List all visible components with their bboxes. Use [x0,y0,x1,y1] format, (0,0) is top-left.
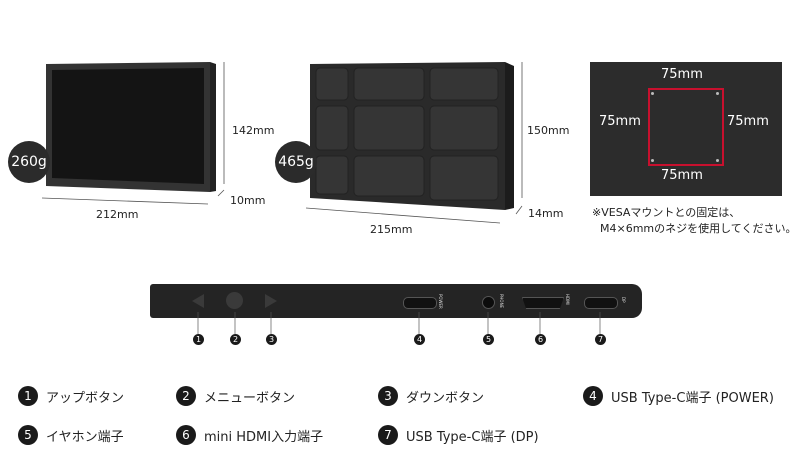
vesa-top-label: 75mm [661,67,703,82]
pointer-number-2: 2 [230,334,241,345]
vesa-panel [590,62,782,196]
case-height-label: 150mm [527,124,570,137]
legend-number: 1 [18,386,38,406]
menu-button-icon [226,292,243,309]
usb-c-power-port [403,297,437,309]
mini-hdmi-port [522,297,564,309]
legend-label: アップボタン [46,390,125,406]
down-button-icon [265,294,277,308]
legend-number: 4 [583,386,603,406]
pointer-number-7: 7 [595,334,606,345]
legend-item-usb-c-dp: 7 USB Type-C端子 (DP) [378,425,539,445]
pointer-number-6: 6 [535,334,546,345]
case-weight-badge: 465g [275,141,317,183]
pointer-number-3: 3 [266,334,277,345]
legend-item-phone-jack: 5 イヤホン端子 [18,425,124,445]
power-port-label: POWER [438,294,443,309]
monitor-illustration [41,62,225,205]
vesa-hole [716,159,719,162]
vesa-bottom-label: 75mm [661,168,703,183]
pointer-number-1: 1 [193,334,204,345]
pointer-lines [197,312,601,334]
case-width-label: 215mm [370,223,413,236]
legend-label: mini HDMI入力端子 [204,429,324,445]
phone-port-label: PHONE [499,294,504,309]
legend-number: 2 [176,386,196,406]
monitor-weight-badge: 260g [8,141,50,183]
pointer-number-4: 4 [414,334,425,345]
legend-label: メニューボタン [204,390,296,406]
vesa-hole [651,159,654,162]
legend-item-mini-hdmi: 6 mini HDMI入力端子 [176,425,323,445]
legend-item-usb-c-power: 4 USB Type-C端子 (POWER) [583,386,774,406]
legend-number: 3 [378,386,398,406]
vesa-right-label: 75mm [727,114,769,129]
dp-port-label: DP [621,297,626,303]
phone-jack-port [482,296,495,309]
vesa-mount-square [648,88,724,166]
legend-label: USB Type-C端子 (DP) [406,429,539,445]
vesa-hole [651,92,654,95]
usb-c-dp-port [584,297,618,309]
legend-number: 5 [18,425,38,445]
monitor-height-label: 142mm [232,124,275,137]
hdmi-port-label: HDMI [565,294,570,305]
pointer-number-5: 5 [483,334,494,345]
vesa-note: ※VESAマウントとの固定は、 M4×6mmのネジを使用してください。 [592,205,796,237]
vesa-note-line2: M4×6mmのネジを使用してください。 [600,222,797,235]
legend-item-up-button: 1 アップボタン [18,386,124,406]
legend-item-menu-button: 2 メニューボタン [176,386,295,406]
vesa-left-label: 75mm [599,114,641,129]
case-depth-label: 14mm [528,207,564,220]
legend-label: USB Type-C端子 (POWER) [611,390,774,406]
legend-number: 6 [176,425,196,445]
up-button-icon [192,294,204,308]
legend-label: イヤホン端子 [46,429,124,445]
monitor-depth-label: 10mm [230,194,266,207]
legend-item-down-button: 3 ダウンボタン [378,386,484,406]
vesa-hole [716,92,719,95]
monitor-width-label: 212mm [96,208,139,221]
legend-number: 7 [378,425,398,445]
legend-label: ダウンボタン [406,390,485,406]
case-illustration [305,62,523,224]
vesa-note-line1: ※VESAマウントとの固定は、 [592,206,741,219]
